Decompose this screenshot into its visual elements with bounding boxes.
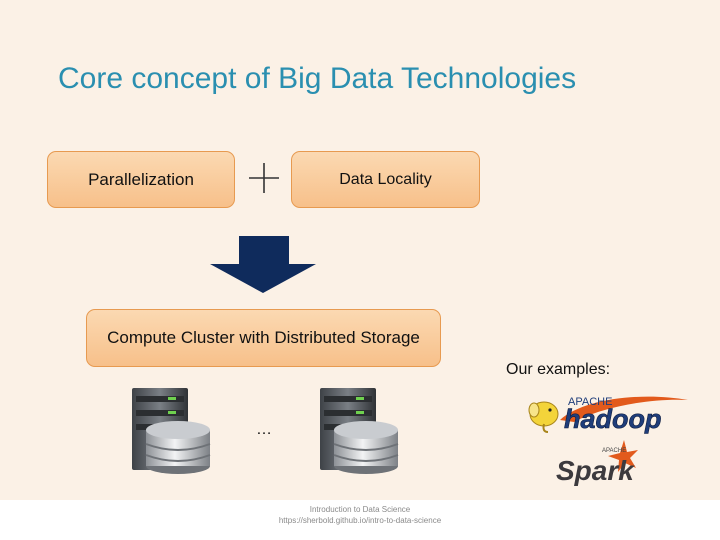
data-locality-box: Data Locality [291, 151, 480, 208]
spark-wordmark: Spark [556, 455, 635, 486]
hadoop-apache-text: APACHE [568, 396, 612, 408]
footer-course-title: Introduction to Data Science [309, 505, 411, 514]
spark-apache-text: APACHE [602, 448, 626, 454]
footer: Introduction to Data Science https://she… [0, 504, 720, 526]
hadoop-wordmark: hadoop [564, 404, 661, 434]
slide-title: Core concept of Big Data Technologies [58, 62, 577, 95]
footer-url: https://sherbold.github.io/intro-to-data… [278, 516, 442, 525]
data-locality-label: Data Locality [339, 170, 432, 188]
parallelization-box: Parallelization [47, 151, 235, 208]
plus-icon [249, 163, 279, 193]
hadoop-logo: APACHE hadoop [528, 396, 688, 434]
examples-label: Our examples: [506, 361, 611, 378]
server-icon [320, 388, 399, 474]
footer-band [0, 500, 720, 540]
server-icon [132, 388, 211, 474]
compute-cluster-label: Compute Cluster with Distributed Storage [107, 328, 420, 347]
ellipsis-text: … [256, 421, 272, 438]
compute-cluster-box: Compute Cluster with Distributed Storage [86, 309, 441, 367]
parallelization-label: Parallelization [88, 169, 194, 189]
down-arrow-icon [210, 236, 316, 293]
spark-logo: APACHE Spark [556, 440, 638, 486]
